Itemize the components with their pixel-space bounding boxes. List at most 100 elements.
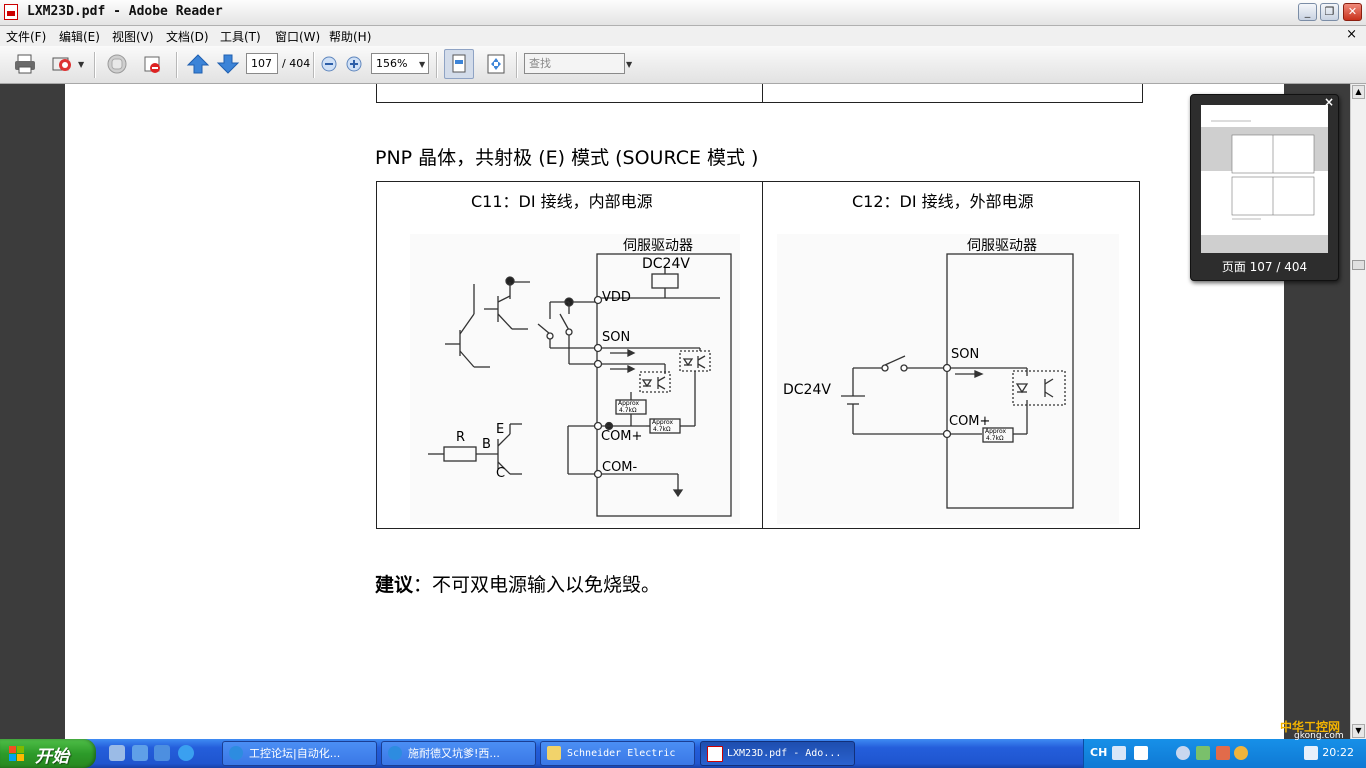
task-label: LXM23D.pdf - Ado...: [727, 748, 842, 759]
gear-icon[interactable]: [1234, 746, 1248, 760]
emitter-e-label: E: [496, 422, 505, 437]
task-button-forum[interactable]: 工控论坛|自动化...: [222, 741, 377, 766]
vdd-label: VDD: [602, 290, 631, 305]
menu-view[interactable]: 视图(V): [112, 30, 154, 44]
task-button-folder[interactable]: Schneider Electric: [540, 741, 695, 766]
security-icon[interactable]: [1216, 746, 1230, 760]
previous-table-bottom: [376, 84, 1143, 103]
folder-icon: [547, 746, 561, 760]
start-button[interactable]: 开始: [0, 739, 96, 768]
zoom-in-icon[interactable]: [345, 53, 363, 75]
menu-edit[interactable]: 编辑(E): [59, 30, 100, 44]
com-plus-label: COM+: [949, 414, 991, 429]
external-power-diagram: 伺服驱动器 DC24V SON COM+ Approx 4.7kΩ: [777, 234, 1119, 524]
close-document-icon[interactable]: ×: [1346, 27, 1357, 42]
total-pages-label: / 404: [282, 57, 311, 70]
keyboard-icon[interactable]: [1112, 746, 1126, 760]
wiring-diagram-table: [376, 181, 1140, 529]
toolbar-separator: [176, 52, 178, 78]
toolbar-separator: [436, 52, 438, 78]
browser-icon: [229, 746, 243, 760]
restore-button[interactable]: ❐: [1320, 3, 1339, 21]
print-icon[interactable]: [13, 53, 37, 75]
fit-page-icon[interactable]: [484, 53, 508, 75]
task-button-adobe-reader[interactable]: LXM23D.pdf - Ado...: [700, 741, 855, 766]
left-panel-title: C11：DI 接线，内部电源: [471, 192, 653, 211]
previous-page-icon[interactable]: [186, 53, 210, 75]
system-tray: CH 中华工控网 gkong.com 20:22: [1083, 720, 1366, 768]
thumbnail-page-label: 页面 107 / 404: [1221, 260, 1308, 274]
menu-window[interactable]: 窗口(W): [275, 30, 321, 44]
back-icon[interactable]: [1176, 746, 1190, 760]
document-viewport[interactable]: PNP 晶体，共射极 (E) 模式 (SOURCE 模式 ) C11：DI 接线…: [0, 84, 1350, 739]
page-number-input[interactable]: 107: [246, 53, 278, 74]
close-icon[interactable]: ×: [1323, 95, 1334, 109]
browser-icon: [388, 746, 402, 760]
taskbar: 开始 工控论坛|自动化... 施耐德又坑爹!西... Schneider Ele…: [0, 720, 1366, 768]
network-icon[interactable]: [1196, 746, 1210, 760]
windows-logo-icon: [9, 746, 24, 761]
dc24v-label: DC24V: [642, 256, 690, 272]
zoom-dropdown-icon[interactable]: ▼: [419, 60, 426, 69]
driver-label: 伺服驱动器: [967, 238, 1037, 254]
zoom-level-select[interactable]: 156%: [371, 53, 429, 74]
search-input[interactable]: 查找: [524, 53, 625, 74]
toolbar: ▼ 107 / 404 156% ▼ 查找 ▼: [0, 46, 1366, 84]
watermark-text: 中华工控网: [1280, 720, 1341, 734]
menu-document[interactable]: 文档(D): [166, 30, 209, 44]
scroll-down-icon[interactable]: ▼: [1352, 724, 1365, 738]
resistance-label: 4.7kΩ: [619, 407, 637, 414]
quicklaunch-ie-icon[interactable]: [132, 745, 148, 761]
quicklaunch-sogou-icon[interactable]: [178, 745, 194, 761]
window-title: LXM23D.pdf - Adobe Reader: [27, 4, 223, 19]
secure-icon[interactable]: [141, 53, 165, 75]
menu-tools[interactable]: 工具(T): [220, 30, 261, 44]
pdf-page: PNP 晶体，共射极 (E) 模式 (SOURCE 模式 ) C11：DI 接线…: [65, 84, 1284, 739]
resistance-label: 4.7kΩ: [653, 426, 671, 433]
quicklaunch-explorer-icon[interactable]: [109, 745, 125, 761]
watermark-url: gkong.com: [1294, 731, 1344, 741]
base-b-label: B: [482, 437, 491, 452]
com-minus-label: COM-: [602, 460, 638, 475]
hand-icon[interactable]: [104, 53, 131, 75]
toolbar-separator: [313, 52, 315, 78]
close-button[interactable]: ✕: [1343, 3, 1362, 21]
update-icon[interactable]: [1304, 746, 1318, 760]
zoom-out-icon[interactable]: [320, 53, 338, 75]
task-label: 施耐德又坑爹!西...: [408, 747, 500, 760]
advice-line: 建议：不可双电源输入以免烧毁。: [375, 570, 660, 597]
approx-label: Approx: [618, 400, 640, 407]
toolbar-separator: [94, 52, 96, 78]
input-language-indicator[interactable]: CH: [1090, 746, 1108, 759]
email-icon[interactable]: [50, 53, 74, 75]
menu-file[interactable]: 文件(F): [6, 30, 47, 44]
menu-bar: 文件(F) 编辑(E) 视图(V) 文档(D) 工具(T) 窗口(W) 帮助(H…: [0, 26, 1366, 46]
approx-label: Approx: [652, 419, 674, 426]
task-label: Schneider Electric: [567, 748, 676, 759]
menu-help[interactable]: 帮助(H): [329, 30, 372, 44]
fit-width-icon[interactable]: [444, 49, 474, 79]
next-page-icon[interactable]: [216, 53, 240, 75]
page-thumbnail-popup: × 页面 107 / 404: [1190, 94, 1339, 281]
scroll-up-icon[interactable]: ▲: [1352, 85, 1365, 99]
page-thumbnail[interactable]: [1201, 105, 1328, 253]
section-heading: PNP 晶体，共射极 (E) 模式 (SOURCE 模式 ): [375, 147, 759, 169]
adobe-reader-icon: [4, 4, 18, 20]
scroll-thumb[interactable]: [1352, 260, 1365, 270]
title-bar: LXM23D.pdf - Adobe Reader _ ❐ ✕: [0, 0, 1366, 26]
resistance-label: 4.7kΩ: [986, 435, 1004, 442]
advice-text: ：不可双电源输入以免烧毁。: [413, 574, 661, 596]
vertical-scrollbar[interactable]: ▲ ▼: [1350, 84, 1366, 739]
task-label: 工控论坛|自动化...: [249, 747, 341, 760]
dc24v-label: DC24V: [783, 382, 831, 398]
collector-c-label: C: [496, 466, 506, 481]
quicklaunch-browser-icon[interactable]: [154, 745, 170, 761]
start-label: 开始: [35, 747, 69, 767]
task-button-schneider-post[interactable]: 施耐德又坑爹!西...: [381, 741, 536, 766]
approx-label: Approx: [985, 428, 1007, 435]
search-dropdown-icon[interactable]: ▼: [626, 60, 633, 69]
clock[interactable]: 20:22: [1322, 746, 1354, 759]
email-dropdown-icon[interactable]: ▼: [78, 60, 85, 69]
help-icon[interactable]: [1134, 746, 1148, 760]
minimize-button[interactable]: _: [1298, 3, 1317, 21]
